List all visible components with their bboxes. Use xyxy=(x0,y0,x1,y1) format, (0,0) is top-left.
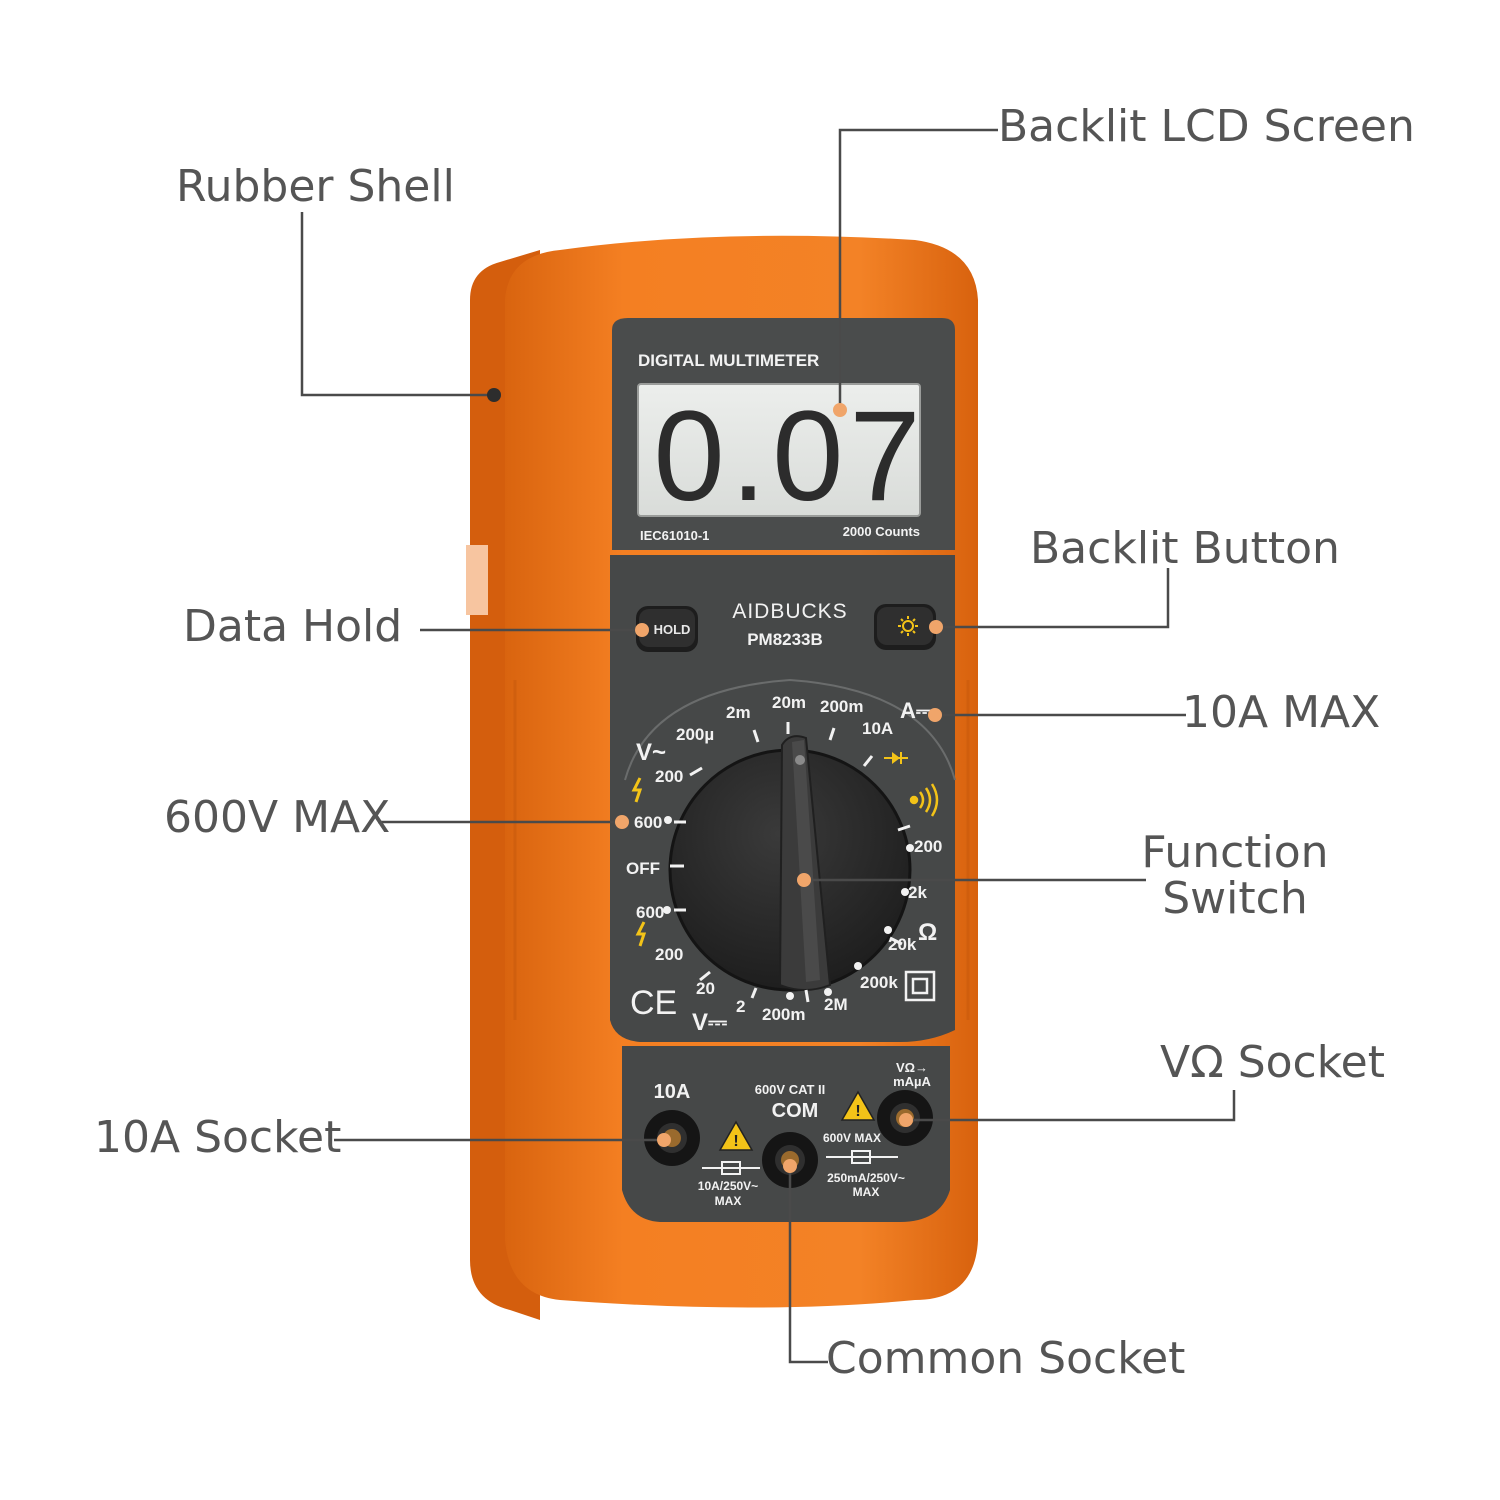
multimeter-body: DIGITAL MULTIMETER 0.07 IEC61010-1 2000 … xyxy=(466,235,978,1320)
label-a-200u: 200µ xyxy=(676,725,714,744)
label-a-2m: 2m xyxy=(726,703,751,722)
socket-com-label: COM xyxy=(772,1100,819,1122)
label-ac-200: 200 xyxy=(655,767,683,786)
warning-icon: ! xyxy=(718,1120,754,1151)
marker-10a-max xyxy=(928,708,942,722)
ce-mark: CE xyxy=(630,984,677,1022)
leader-backlit-button xyxy=(936,568,1170,629)
socket-10a-label: 10A xyxy=(654,1081,691,1103)
label-dc-600: 600 xyxy=(636,903,664,922)
warning-icon: ! xyxy=(840,1090,876,1121)
fuse-right-rating: 250mA/250V~ xyxy=(827,1171,905,1185)
callout-common-socket: Common Socket xyxy=(826,1333,1186,1384)
brand-logo: AIDBUCKS xyxy=(732,600,847,623)
leader-common-socket xyxy=(788,1166,828,1364)
counts-label: 2000 Counts xyxy=(843,524,920,539)
high-voltage-icon xyxy=(635,921,647,947)
callout-function-switch-line1: Function xyxy=(1141,827,1329,878)
lcd-reading: 0.07 xyxy=(653,385,926,528)
label-ohm-200k: 200k xyxy=(860,973,898,992)
hold-button[interactable]: HOLD xyxy=(636,606,698,652)
fuse-left-max: MAX xyxy=(715,1194,742,1208)
label-v-ac: V~ xyxy=(636,739,666,766)
socket-vohm-label: VΩ→ xyxy=(896,1060,928,1075)
marker-10a-socket xyxy=(657,1133,671,1147)
label-dc-2: 2 xyxy=(736,997,745,1016)
callout-rubber-shell: Rubber Shell xyxy=(176,161,455,212)
callout-600v-max: 600V MAX xyxy=(164,792,391,843)
label-ac-600: 600 xyxy=(634,813,662,832)
label-ohm: Ω xyxy=(918,919,937,946)
label-ohm-2m: 2M xyxy=(824,995,848,1014)
marker-rubber-shell xyxy=(487,388,501,402)
label-ohm-200: 200 xyxy=(914,837,942,856)
label-v-dc: V⎓ xyxy=(692,1009,727,1036)
marker-function-switch xyxy=(797,873,811,887)
callout-backlit-button: Backlit Button xyxy=(1030,523,1340,574)
shell-grip xyxy=(513,680,970,1020)
fuse-right-top: 600V MAX xyxy=(823,1131,881,1145)
callout-10a-socket: 10A Socket xyxy=(94,1112,342,1163)
fuse-left-rating: 10A/250V~ xyxy=(698,1179,758,1193)
leader-backlit-lcd xyxy=(838,128,998,410)
callout-backlit-lcd-screen: Backlit LCD Screen xyxy=(998,101,1415,152)
callout-vohm-socket: VΩ Socket xyxy=(1160,1037,1385,1088)
marker-vohm-socket xyxy=(899,1113,913,1127)
fuse-right-max: MAX xyxy=(853,1185,880,1199)
callout-function-switch: Function Switch xyxy=(1140,827,1330,925)
marker-data-hold xyxy=(635,623,649,637)
svg-text:!: ! xyxy=(733,1133,738,1150)
leader-rubber-shell xyxy=(300,212,494,397)
leader-vohm-socket xyxy=(906,1090,1236,1122)
label-a-20m: 20m xyxy=(772,693,806,712)
double-insulation-icon xyxy=(904,970,936,1002)
buzzer-icon xyxy=(909,783,939,817)
label-ohm-2k: 2k xyxy=(908,883,927,902)
marker-600v-max xyxy=(615,815,629,829)
dial-scale-arc xyxy=(624,678,956,781)
model-label: PM8233B xyxy=(747,630,823,649)
label-off: OFF xyxy=(626,859,660,878)
diode-icon xyxy=(884,752,908,764)
label-dc-200m: 200m xyxy=(762,1005,805,1024)
fuse-symbol xyxy=(702,1150,898,1175)
label-dc-200: 200 xyxy=(655,945,683,964)
callout-10a-max: 10A MAX xyxy=(1182,687,1381,738)
hold-button-label: HOLD xyxy=(654,622,691,637)
dial-ticks xyxy=(670,722,911,1003)
cat-label: 600V CAT II xyxy=(755,1082,826,1097)
backlight-button[interactable] xyxy=(874,604,936,650)
rubber-shell-notch xyxy=(466,545,488,615)
standard-label: IEC61010-1 xyxy=(640,528,709,543)
svg-text:!: ! xyxy=(855,1103,860,1120)
dial-dots xyxy=(663,816,914,1000)
function-switch[interactable] xyxy=(668,735,912,992)
callout-markers xyxy=(487,388,943,1173)
panel-title: DIGITAL MULTIMETER xyxy=(638,351,819,370)
label-amp-dc: A⎓ xyxy=(900,698,934,723)
label-dc-20: 20 xyxy=(696,979,715,998)
socket-vohm-sub: mAµA xyxy=(893,1074,931,1089)
sun-icon xyxy=(898,616,918,636)
socket-10a[interactable] xyxy=(644,1110,700,1166)
label-a-200m: 200m xyxy=(820,697,863,716)
high-voltage-icon xyxy=(631,777,643,803)
lcd-screen xyxy=(637,383,921,517)
callout-data-hold: Data Hold xyxy=(183,601,403,652)
marker-backlit-button xyxy=(929,620,943,634)
dial-labels: V~ 200 600 OFF 600 200 20 2 200m V⎓ 2M 2… xyxy=(626,693,942,1036)
label-a-10a: 10A xyxy=(862,719,893,738)
leader-lines xyxy=(300,128,1236,1364)
marker-common-socket xyxy=(783,1159,797,1173)
marker-backlit-lcd xyxy=(833,403,847,417)
callout-function-switch-line2: Switch xyxy=(1162,873,1308,925)
